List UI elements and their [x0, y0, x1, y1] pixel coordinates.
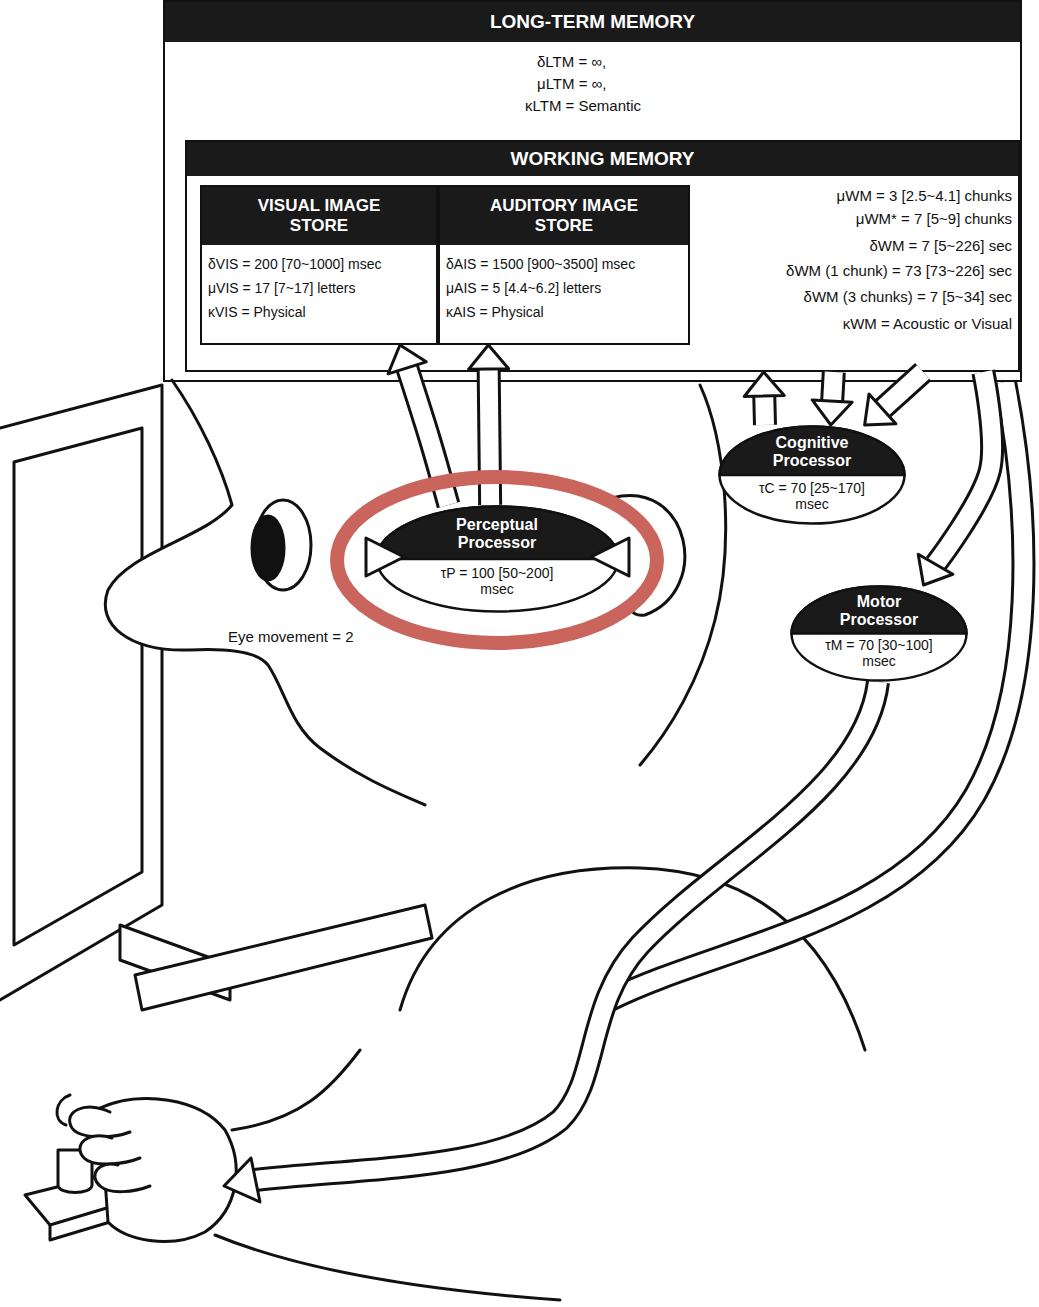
parameter-text: δLTM = ∞, — [537, 52, 797, 72]
arrow-band-fill — [832, 372, 834, 401]
motor-band-outline — [255, 682, 878, 1180]
arrow-band-outline — [936, 372, 993, 564]
arrow-band-fill — [489, 369, 490, 505]
ellipse-heading-band — [720, 427, 905, 476]
box-heading: Perceptual Processor — [442, 516, 552, 552]
arrowhead — [744, 372, 784, 397]
box-heading: AUDITORY IMAGE STORE — [440, 187, 688, 245]
memory-box: WORKING MEMORY μWM = 3 [2.5~4.1] chunks μW… — [185, 140, 1020, 372]
finger — [70, 1107, 130, 1137]
flow-arrow — [744, 372, 784, 425]
parameter-text: κWM = Acoustic or Visual — [657, 314, 1012, 334]
arrow-band-outline — [882, 372, 923, 409]
arrow-band-outline — [752, 396, 777, 425]
store-box: AUDITORY IMAGE STORE δAIS = 1500 [900~350… — [438, 185, 690, 345]
parameter-text: δAIS = 1500 [900~3500] msec — [446, 255, 686, 273]
flow-arrow — [918, 372, 992, 585]
monitor-screen — [14, 428, 142, 945]
arrow-band-fill — [407, 368, 448, 505]
ellipse-body — [720, 427, 905, 524]
parameter-text: τP = 100 [50~200] msec — [427, 565, 567, 597]
finger — [80, 1136, 140, 1164]
box-heading: WORKING MEMORY — [187, 142, 1018, 176]
store-box: VISUAL IMAGE STORE δVIS = 200 [70~1000] m… — [200, 185, 438, 345]
sleeve-outline — [215, 1235, 560, 1300]
head-fill — [105, 380, 724, 805]
flow-arrow — [469, 345, 509, 505]
parameter-text: δVIS = 200 [70~1000] msec — [208, 255, 434, 273]
parameter-text: κLTM = Semantic — [525, 96, 785, 116]
face-profile — [105, 380, 425, 805]
parameter-text: μLTM = ∞, — [537, 74, 797, 94]
arrow-band-fill — [755, 396, 774, 425]
ellipse-heading-band — [792, 587, 967, 634]
highlight-ellipse — [337, 477, 657, 643]
thumb — [57, 1095, 70, 1125]
monitor-frame — [0, 385, 162, 1000]
arrow-band-fill — [882, 372, 923, 409]
parameter-text: δWM = 7 [5~226] sec — [657, 236, 1012, 256]
parameter-text: μAIS = 5 [4.4~6.2] letters — [446, 279, 686, 297]
annotation-label: Eye movement = 2 — [228, 628, 428, 646]
arrow-band-outline — [407, 368, 448, 505]
ellipse-body — [377, 507, 619, 612]
arrow-band-outline — [832, 372, 834, 401]
arrowhead — [469, 345, 509, 369]
memory-box: LONG-TERM MEMORY δLTM = ∞,μLTM = ∞,κLTM =… — [163, 0, 1022, 382]
motor-band-arrowhead — [224, 1158, 260, 1202]
arrow-band-fill — [936, 372, 993, 564]
flow-arrow — [388, 345, 448, 505]
processor-ellipse: Motor Processor τM = 70 [30~100] msec — [790, 585, 968, 682]
monitor-base — [135, 905, 432, 1010]
arm-outline — [232, 1050, 360, 1130]
parameter-text: τM = 70 [30~100] msec — [809, 637, 949, 669]
parameter-text: τC = 70 [25~170] msec — [742, 480, 882, 512]
ellipse-heading-band — [377, 507, 619, 559]
parameter-text: δWM (3 chunks) = 7 [5~34] sec — [657, 287, 1012, 307]
motor-band-fill — [255, 682, 878, 1180]
eye-pupil — [252, 516, 284, 580]
parameter-text: μWM* = 7 [5~9] chunks — [657, 209, 1012, 229]
parameter-text: μVIS = 17 [7~17] letters — [208, 279, 434, 297]
processor-ellipse: Cognitive Processor τC = 70 [25~170] msec — [718, 425, 906, 525]
box-heading: Motor Processor — [824, 593, 934, 629]
arrowhead — [865, 394, 896, 425]
parameter-text: κAIS = Physical — [446, 303, 686, 321]
box-heading: Cognitive Processor — [757, 434, 867, 470]
parameter-text: μWM = 3 [2.5~4.1] chunks — [657, 186, 1012, 206]
ellipse-body — [792, 587, 967, 681]
arrow-band-outline — [489, 369, 490, 505]
parameter-text: δWM (1 chunk) = 73 [73~226] sec — [657, 261, 1012, 281]
flow-arrow — [812, 372, 852, 425]
box-heading: LONG-TERM MEMORY — [165, 2, 1020, 42]
processor-ellipse: Perceptual Processor τP = 100 [50~200] ms… — [375, 505, 620, 613]
arrowhead — [812, 400, 852, 425]
parameter-text: κVIS = Physical — [208, 303, 434, 321]
box-heading: VISUAL IMAGE STORE — [202, 187, 436, 245]
flow-arrow — [865, 372, 924, 425]
finger — [95, 1164, 150, 1192]
arrowhead — [918, 554, 953, 585]
arrowhead — [388, 345, 426, 374]
ear — [612, 496, 685, 616]
